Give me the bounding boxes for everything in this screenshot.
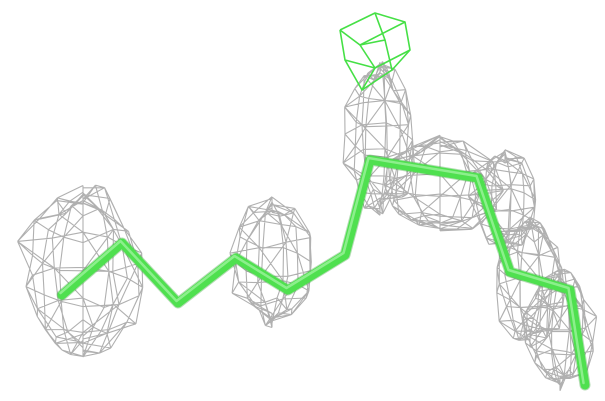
mesh-lines (17, 184, 144, 358)
mesh-blob-left (17, 184, 144, 358)
green-cage (339, 12, 411, 91)
mesh-lines (383, 134, 504, 232)
cage-edge-0 (339, 12, 411, 69)
molecule-stick-model (56, 154, 591, 391)
mesh-blob-bridge (383, 134, 504, 232)
electron-density-mesh (17, 61, 598, 392)
mesh-blob-middle (229, 196, 312, 329)
mesh-lines (229, 196, 312, 329)
stick-bond-chain (57, 155, 590, 390)
cage-edge-3 (359, 44, 376, 69)
cage-edge-6 (384, 39, 393, 71)
green-density-cage (339, 12, 411, 91)
stick-highlight (59, 156, 585, 385)
